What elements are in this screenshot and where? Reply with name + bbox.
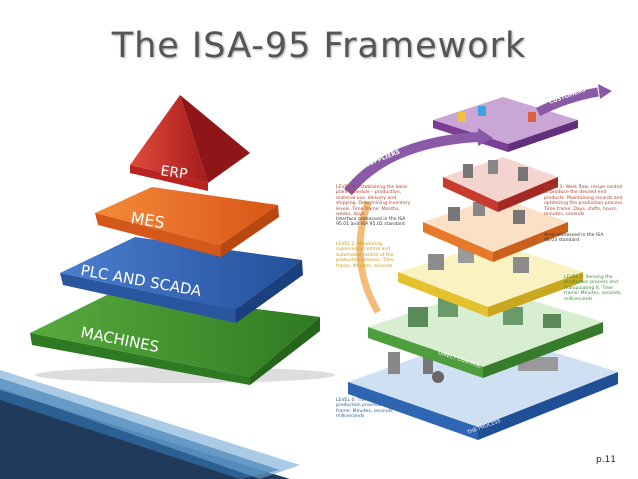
tier-label-erp: ERP	[159, 163, 188, 183]
level3-description: LEVEL 3: Work flow, recipe control to pr…	[544, 185, 624, 218]
level0-description: LEVEL 0: The actual production process. …	[336, 398, 394, 420]
level1-description: LEVEL 1: Sensing the production process …	[564, 275, 622, 302]
isa95-layers-illustration: THE PROCESS DIRECT CONTROL	[344, 84, 618, 440]
page-number: p.11	[596, 455, 617, 465]
tier-mes	[95, 187, 279, 257]
tier-erp	[130, 95, 250, 191]
level3-area-note: Area addressed in the ISA 95.03 standard	[544, 233, 604, 244]
layer-manufacturing-ops	[423, 197, 568, 262]
slide-title: The ISA-95 Framework	[111, 26, 527, 66]
suppliers-arrow	[344, 132, 479, 196]
layer-supervisory	[398, 242, 583, 317]
tier-plc-scada	[60, 237, 303, 323]
decorative-swoosh	[0, 370, 300, 479]
customers-arrowhead	[598, 84, 612, 99]
isa95-pyramid: ERP MES PLC AND SCADA MACHINES	[30, 95, 335, 385]
layer-business-planning	[443, 157, 558, 212]
level4-description: LEVEL 4: Establishing the basic plant sc…	[336, 185, 411, 218]
suppliers-arrowhead	[478, 128, 493, 146]
layer-process: THE PROCESS	[348, 332, 618, 440]
layer-direct-control: DIRECT CONTROL	[368, 287, 603, 378]
level2-description: LEVEL 2: Monitoring, supervisory control…	[336, 242, 394, 269]
customers-arrow	[535, 87, 599, 117]
flow-swirl	[356, 200, 382, 314]
level4-interface-note: Interface addressed in the ISA 95.01 and…	[336, 217, 406, 228]
